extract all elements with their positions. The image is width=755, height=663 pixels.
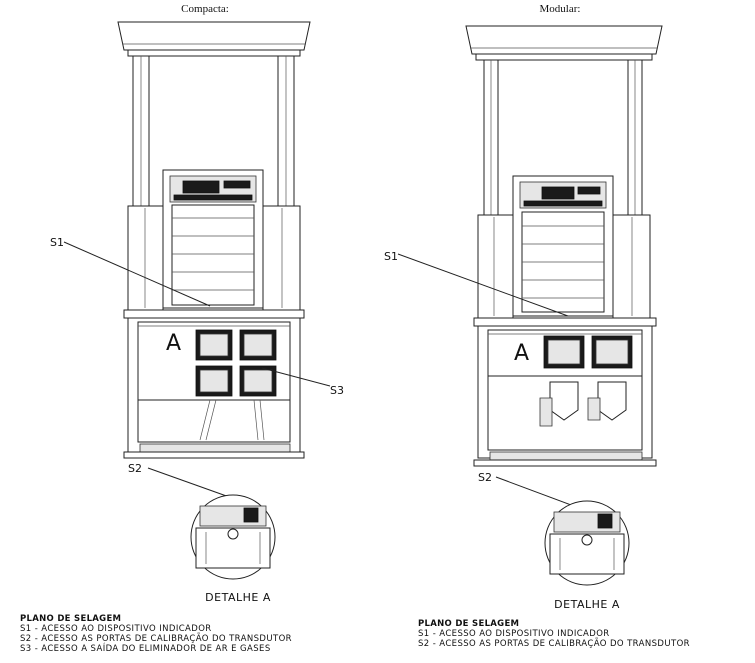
modular-s1-label: S1 [384, 250, 398, 263]
modular-title: Modular: [540, 3, 581, 15]
compacta-cabinet [123, 205, 305, 459]
modular-s2-label: S2 [478, 471, 492, 484]
compacta-legend-item: S1 - ACESSO AO DISPOSITIVO INDICADOR [20, 624, 212, 634]
modular-detail-circle [544, 500, 630, 586]
compacta-legend: PLANO DE SELAGEM S1 - ACESSO AO DISPOSIT… [20, 614, 292, 654]
modular-section-letter: A [514, 341, 529, 366]
compacta-view: Compacta: [20, 3, 344, 654]
compacta-title: Compacta: [181, 3, 229, 15]
compacta-legend-item: S2 - ACESSO AS PORTAS DE CALIBRAÇÃO DO T… [20, 633, 292, 644]
modular-s1-leader [397, 253, 569, 317]
modular-view: Modular: [384, 3, 690, 649]
compacta-canopy [117, 21, 311, 207]
compacta-legend-item: S3 - ACESSO A SAÍDA DO ELIMINADOR DE AR … [20, 642, 271, 654]
compacta-s1-label: S1 [50, 236, 64, 249]
compacta-s1-leader [63, 241, 211, 307]
modular-cabinet [473, 214, 657, 467]
compacta-section-letter: A [166, 331, 181, 356]
compacta-s3-label: S3 [330, 384, 344, 397]
modular-legend-item: S2 - ACESSO AS PORTAS DE CALIBRAÇÃO DO T… [418, 638, 690, 649]
compacta-s3-leader [261, 367, 331, 387]
modular-canopy [465, 25, 663, 216]
compacta-detail-caption: DETALHE A [205, 591, 271, 604]
modular-detail-caption: DETALHE A [554, 598, 620, 611]
compacta-s2-label: S2 [128, 462, 142, 475]
modular-legend-item: S1 - ACESSO AO DISPOSITIVO INDICADOR [418, 629, 610, 639]
compacta-detail-circle [190, 494, 276, 580]
modular-legend: PLANO DE SELAGEM S1 - ACESSO AO DISPOSIT… [418, 619, 690, 649]
modular-legend-title: PLANO DE SELAGEM [418, 619, 519, 629]
compacta-legend-title: PLANO DE SELAGEM [20, 614, 121, 624]
modular-display-head [512, 175, 636, 317]
